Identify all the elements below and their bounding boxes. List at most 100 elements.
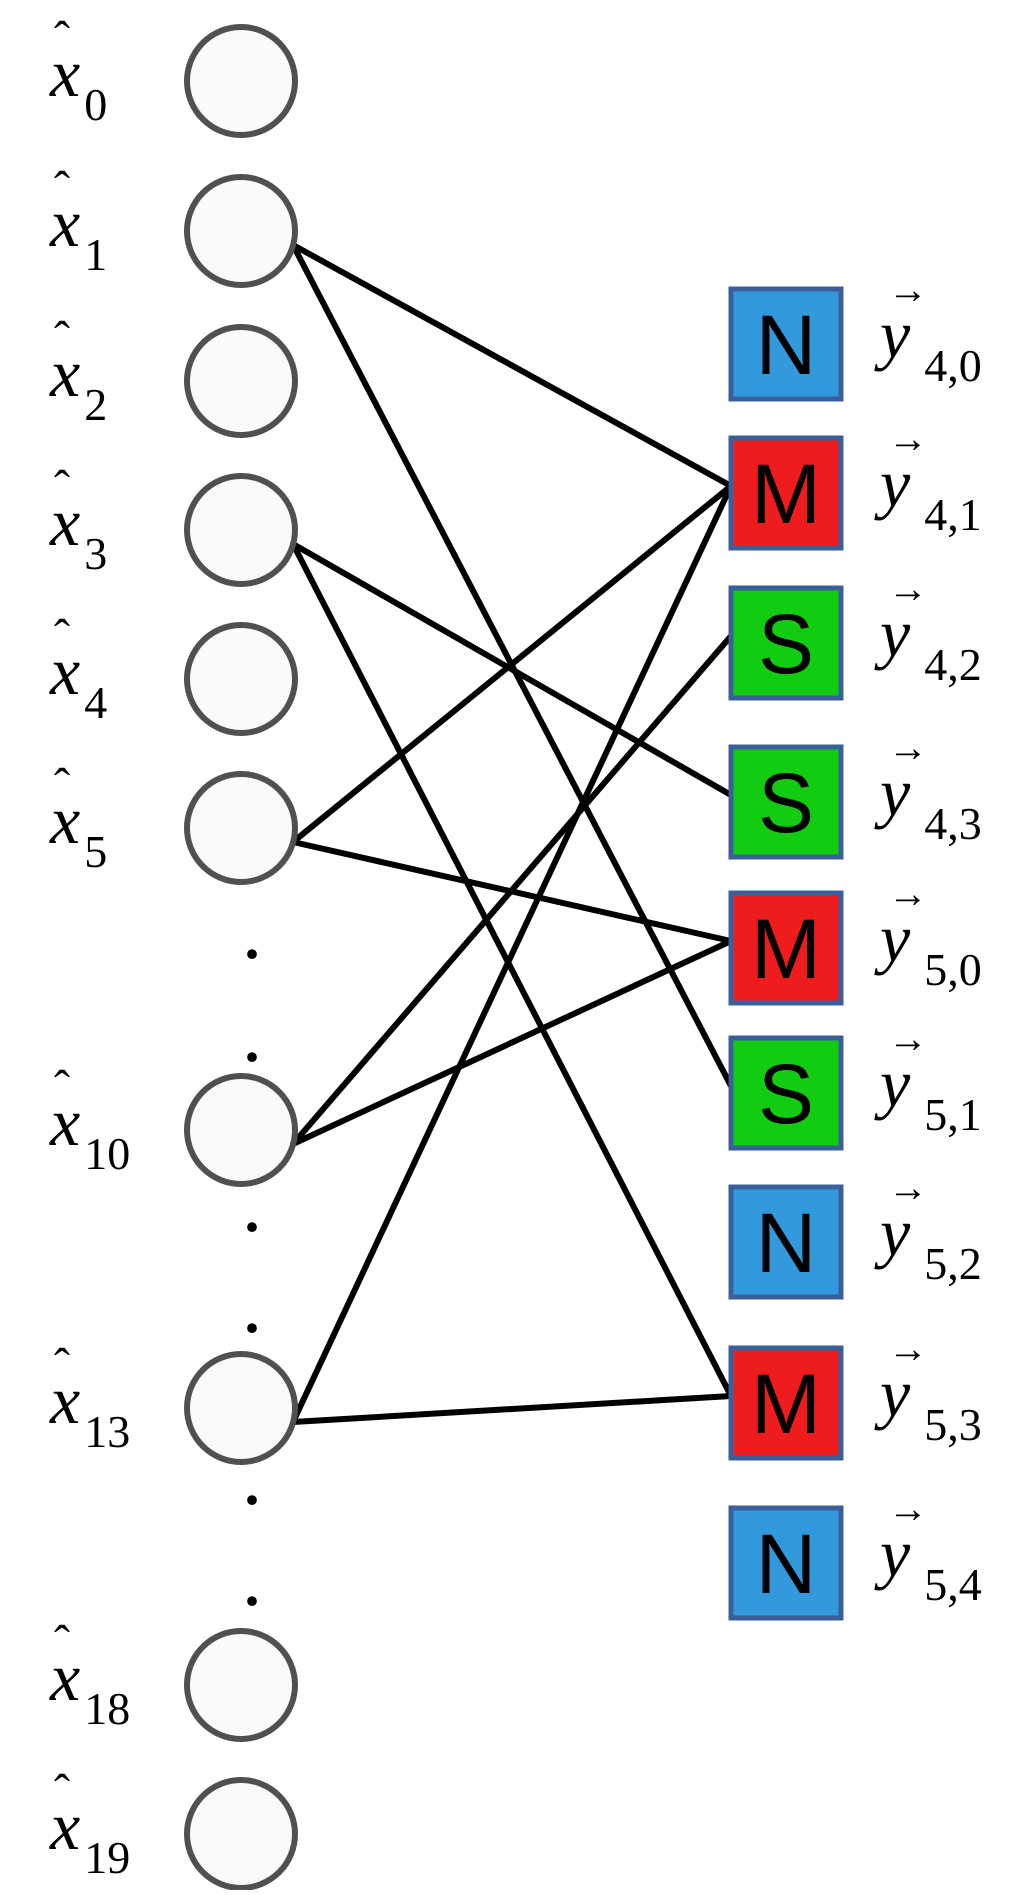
check-index: 5,3 xyxy=(924,1399,982,1450)
check-node-type-label: M xyxy=(751,902,821,996)
check-symbol: →y xyxy=(880,569,928,671)
edge-x10-y4-2 xyxy=(290,633,734,1147)
ellipsis-dot: . xyxy=(245,1279,260,1345)
check-node-box xyxy=(728,1345,844,1461)
ellipsis-dot: . xyxy=(245,1178,260,1244)
vector-arrow: → xyxy=(888,1326,928,1371)
hat-accent: ˆ xyxy=(54,610,70,663)
variable-index: 4 xyxy=(84,677,108,728)
check-node-type-label: S xyxy=(758,1047,814,1141)
check-node-type-label: S xyxy=(758,597,814,691)
variable-index: 13 xyxy=(84,1406,131,1457)
vector-arrow: → xyxy=(888,1016,928,1061)
variable-symbol-letter: x xyxy=(50,633,81,709)
variable-node-x3 xyxy=(184,473,298,587)
check-node-y4-0: N xyxy=(728,286,844,402)
check-node-y4-1: M xyxy=(728,435,844,551)
check-node-type-label: N xyxy=(756,1196,817,1290)
check-symbol: →y xyxy=(880,1168,928,1270)
check-node-box xyxy=(728,890,844,1006)
hat-accent: ˆ xyxy=(54,162,70,215)
vector-arrow: → xyxy=(888,871,928,916)
check-index: 4,3 xyxy=(924,798,982,849)
hat-accent: ˆ xyxy=(54,12,70,65)
check-node-y4-3: S xyxy=(728,744,844,860)
edge-x13-y4-1 xyxy=(290,483,734,1425)
hat-accent: ˆ xyxy=(54,759,70,812)
check-label-y5-4: →y 5,4 xyxy=(880,1489,982,1611)
variable-node-x4 xyxy=(184,622,298,736)
ellipsis-dots: ...... xyxy=(245,905,260,1618)
check-index: 5,1 xyxy=(924,1089,982,1140)
check-index: 5,0 xyxy=(924,944,982,995)
variable-index: 1 xyxy=(84,229,108,280)
ellipsis-dot: . xyxy=(245,905,260,971)
check-node-box xyxy=(728,1505,844,1621)
vector-arrow: → xyxy=(888,725,928,770)
hat-accent: ˆ xyxy=(54,312,70,365)
check-symbol: →y xyxy=(880,1019,928,1121)
variable-symbol-letter: x xyxy=(50,185,81,261)
check-node-y5-0: M xyxy=(728,890,844,1006)
variable-node-x19 xyxy=(184,1777,298,1891)
check-symbol-letter: y xyxy=(880,595,911,671)
variable-symbol-letter: x xyxy=(50,35,81,111)
check-symbol-letter: y xyxy=(880,754,911,830)
check-symbol-letter: y xyxy=(880,1194,911,1270)
check-node-type-label: N xyxy=(756,298,817,392)
edges xyxy=(290,242,734,1425)
check-node-y5-1: S xyxy=(728,1035,844,1151)
check-symbol-letter: y xyxy=(880,1045,911,1121)
ellipsis-dot: . xyxy=(245,1451,260,1517)
check-symbol-letter: y xyxy=(880,445,911,521)
check-node-box xyxy=(728,435,844,551)
variable-index: 10 xyxy=(84,1128,131,1179)
check-node-box xyxy=(728,286,844,402)
variable-index: 19 xyxy=(84,1832,131,1883)
check-symbol: →y xyxy=(880,874,928,976)
check-symbol: →y xyxy=(880,270,928,372)
variable-symbol-letter: x xyxy=(50,1362,81,1438)
check-node-y5-4: N xyxy=(728,1505,844,1621)
variable-symbol-letter: x xyxy=(50,335,81,411)
variable-index: 5 xyxy=(84,826,108,877)
variable-node-x10 xyxy=(184,1073,298,1187)
check-node-y5-3: M xyxy=(728,1345,844,1461)
vector-arrow: → xyxy=(888,267,928,312)
variable-node-x13 xyxy=(184,1351,298,1465)
check-index: 5,2 xyxy=(924,1238,982,1289)
variable-node-x5 xyxy=(184,771,298,885)
check-node-box xyxy=(728,585,844,701)
ellipsis-dot: . xyxy=(245,1008,260,1074)
check-symbol: →y xyxy=(880,419,928,521)
check-symbol-letter: y xyxy=(880,296,911,372)
check-node-type-label: S xyxy=(758,756,814,850)
check-node-box xyxy=(728,1035,844,1151)
vector-arrow: → xyxy=(888,1486,928,1531)
variable-symbol-letter: x xyxy=(50,484,81,560)
variable-nodes xyxy=(184,24,298,1891)
variable-index: 3 xyxy=(84,528,108,579)
check-symbol-letter: y xyxy=(880,900,911,976)
check-symbol-letter: y xyxy=(880,1515,911,1591)
check-node-y4-2: S xyxy=(728,585,844,701)
check-index: 5,4 xyxy=(924,1559,982,1610)
variable-index: 18 xyxy=(84,1683,131,1734)
check-index: 4,1 xyxy=(924,489,982,540)
